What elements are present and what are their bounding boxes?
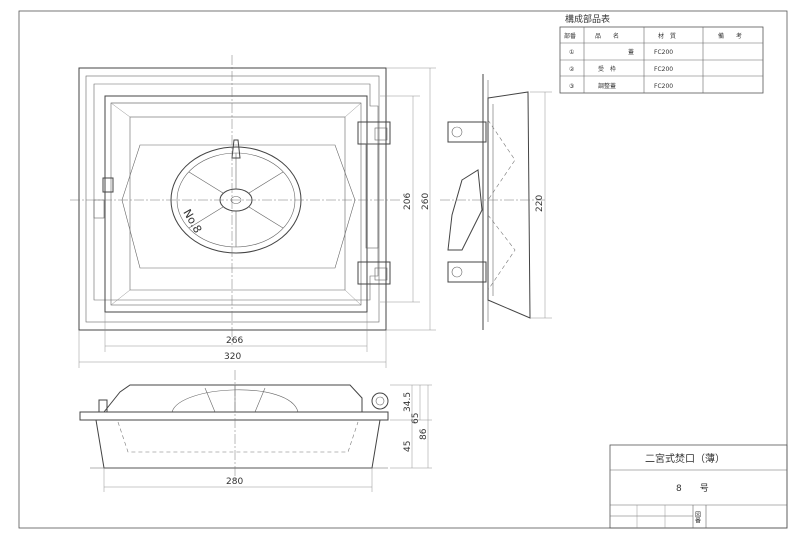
dim-86: 86 (419, 428, 429, 440)
plan-frame-inner-line (85, 75, 380, 323)
row-2-no: ② (569, 66, 575, 73)
sheet-border (18, 10, 788, 529)
spoke-2 (248, 171, 284, 194)
col-header-no: 部番 (564, 32, 576, 40)
side-hinge-top (447, 121, 487, 143)
elev-base (95, 419, 381, 469)
side-hinge-pin-top (451, 126, 463, 138)
plan-lid-bevel (110, 102, 362, 118)
plan-lid-inner (110, 102, 362, 306)
elev-frame-top (79, 411, 389, 421)
plan-view: No.8 (70, 55, 400, 345)
dim-34-5: 34.5 (403, 392, 413, 412)
side-hinge-bottom (447, 261, 487, 283)
dim-220: 220 (535, 195, 545, 212)
spoke-6 (188, 171, 224, 194)
elev-latch (98, 399, 108, 413)
spoke-5 (188, 206, 224, 229)
row-2-name: 受 枠 (598, 65, 616, 73)
lid-marking: No.8 (180, 207, 204, 235)
plan-lid-center-panel (121, 144, 356, 269)
elev-lid-profile (103, 384, 363, 413)
side-view: 220 (440, 74, 552, 330)
plan-latch-lower (93, 199, 105, 219)
side-hidden-1 (487, 119, 516, 201)
col-header-note: 備 考 (718, 32, 742, 40)
elevation-view: 280 34.5 65 45 86 (79, 370, 432, 492)
drawing-title: 二宮式焚口（薄） (645, 452, 725, 465)
row-1-name: 蓋 (628, 48, 634, 56)
plan-hinge-bottom (357, 261, 391, 285)
bevel-line-bl (110, 289, 131, 306)
row-1-no: ① (569, 49, 574, 56)
row-2-material: FC200 (654, 66, 673, 73)
bevel-line-br (344, 289, 362, 306)
side-hinge-pin-bottom (451, 266, 463, 278)
dim-280: 280 (226, 477, 243, 487)
side-damper-profile (447, 169, 483, 251)
col-header-name: 品 名 (595, 32, 619, 40)
dim-206: 206 (403, 193, 413, 210)
row-3-material: FC200 (654, 83, 673, 90)
drawing-number-label: 図番 (694, 511, 701, 524)
drawing-size: 8 号 (676, 483, 709, 494)
parts-table-title: 構成部品表 (565, 13, 610, 25)
side-frame-body (487, 91, 531, 319)
plan-hinge-pin-bottom (374, 267, 388, 281)
plan-side-slot (365, 143, 379, 249)
row-3-no: ③ (569, 83, 574, 90)
plan-dimensions: 266 320 206 260 (78, 67, 436, 368)
plan-outer-frame (78, 67, 387, 331)
dim-65: 65 (411, 413, 421, 424)
plan-hinge-pin-top (374, 127, 388, 141)
plan-lid-outline (104, 95, 368, 313)
elev-hidden (117, 421, 359, 453)
damper-knob (231, 139, 241, 159)
dim-260: 260 (421, 193, 431, 210)
row-3-name: 調整蓋 (598, 82, 616, 90)
plan-hinge-top (357, 121, 391, 145)
title-block: 二宮式焚口（薄） 8 号 図番 (609, 444, 788, 529)
elev-hinge (371, 392, 389, 410)
spoke-3 (248, 206, 284, 229)
dim-320: 320 (224, 352, 241, 362)
dim-266: 266 (226, 336, 243, 346)
dim-45: 45 (403, 441, 413, 452)
row-1-material: FC200 (654, 49, 673, 56)
col-header-material: 材 質 (658, 32, 676, 40)
side-hidden-2 (487, 214, 516, 291)
plan-latch (102, 177, 114, 193)
parts-table: 構成部品表 部番 品 名 材 質 備 考 ① 蓋 FC200 ② 受 枠 FC2… (559, 13, 764, 94)
plan-frame-offset (93, 83, 379, 301)
